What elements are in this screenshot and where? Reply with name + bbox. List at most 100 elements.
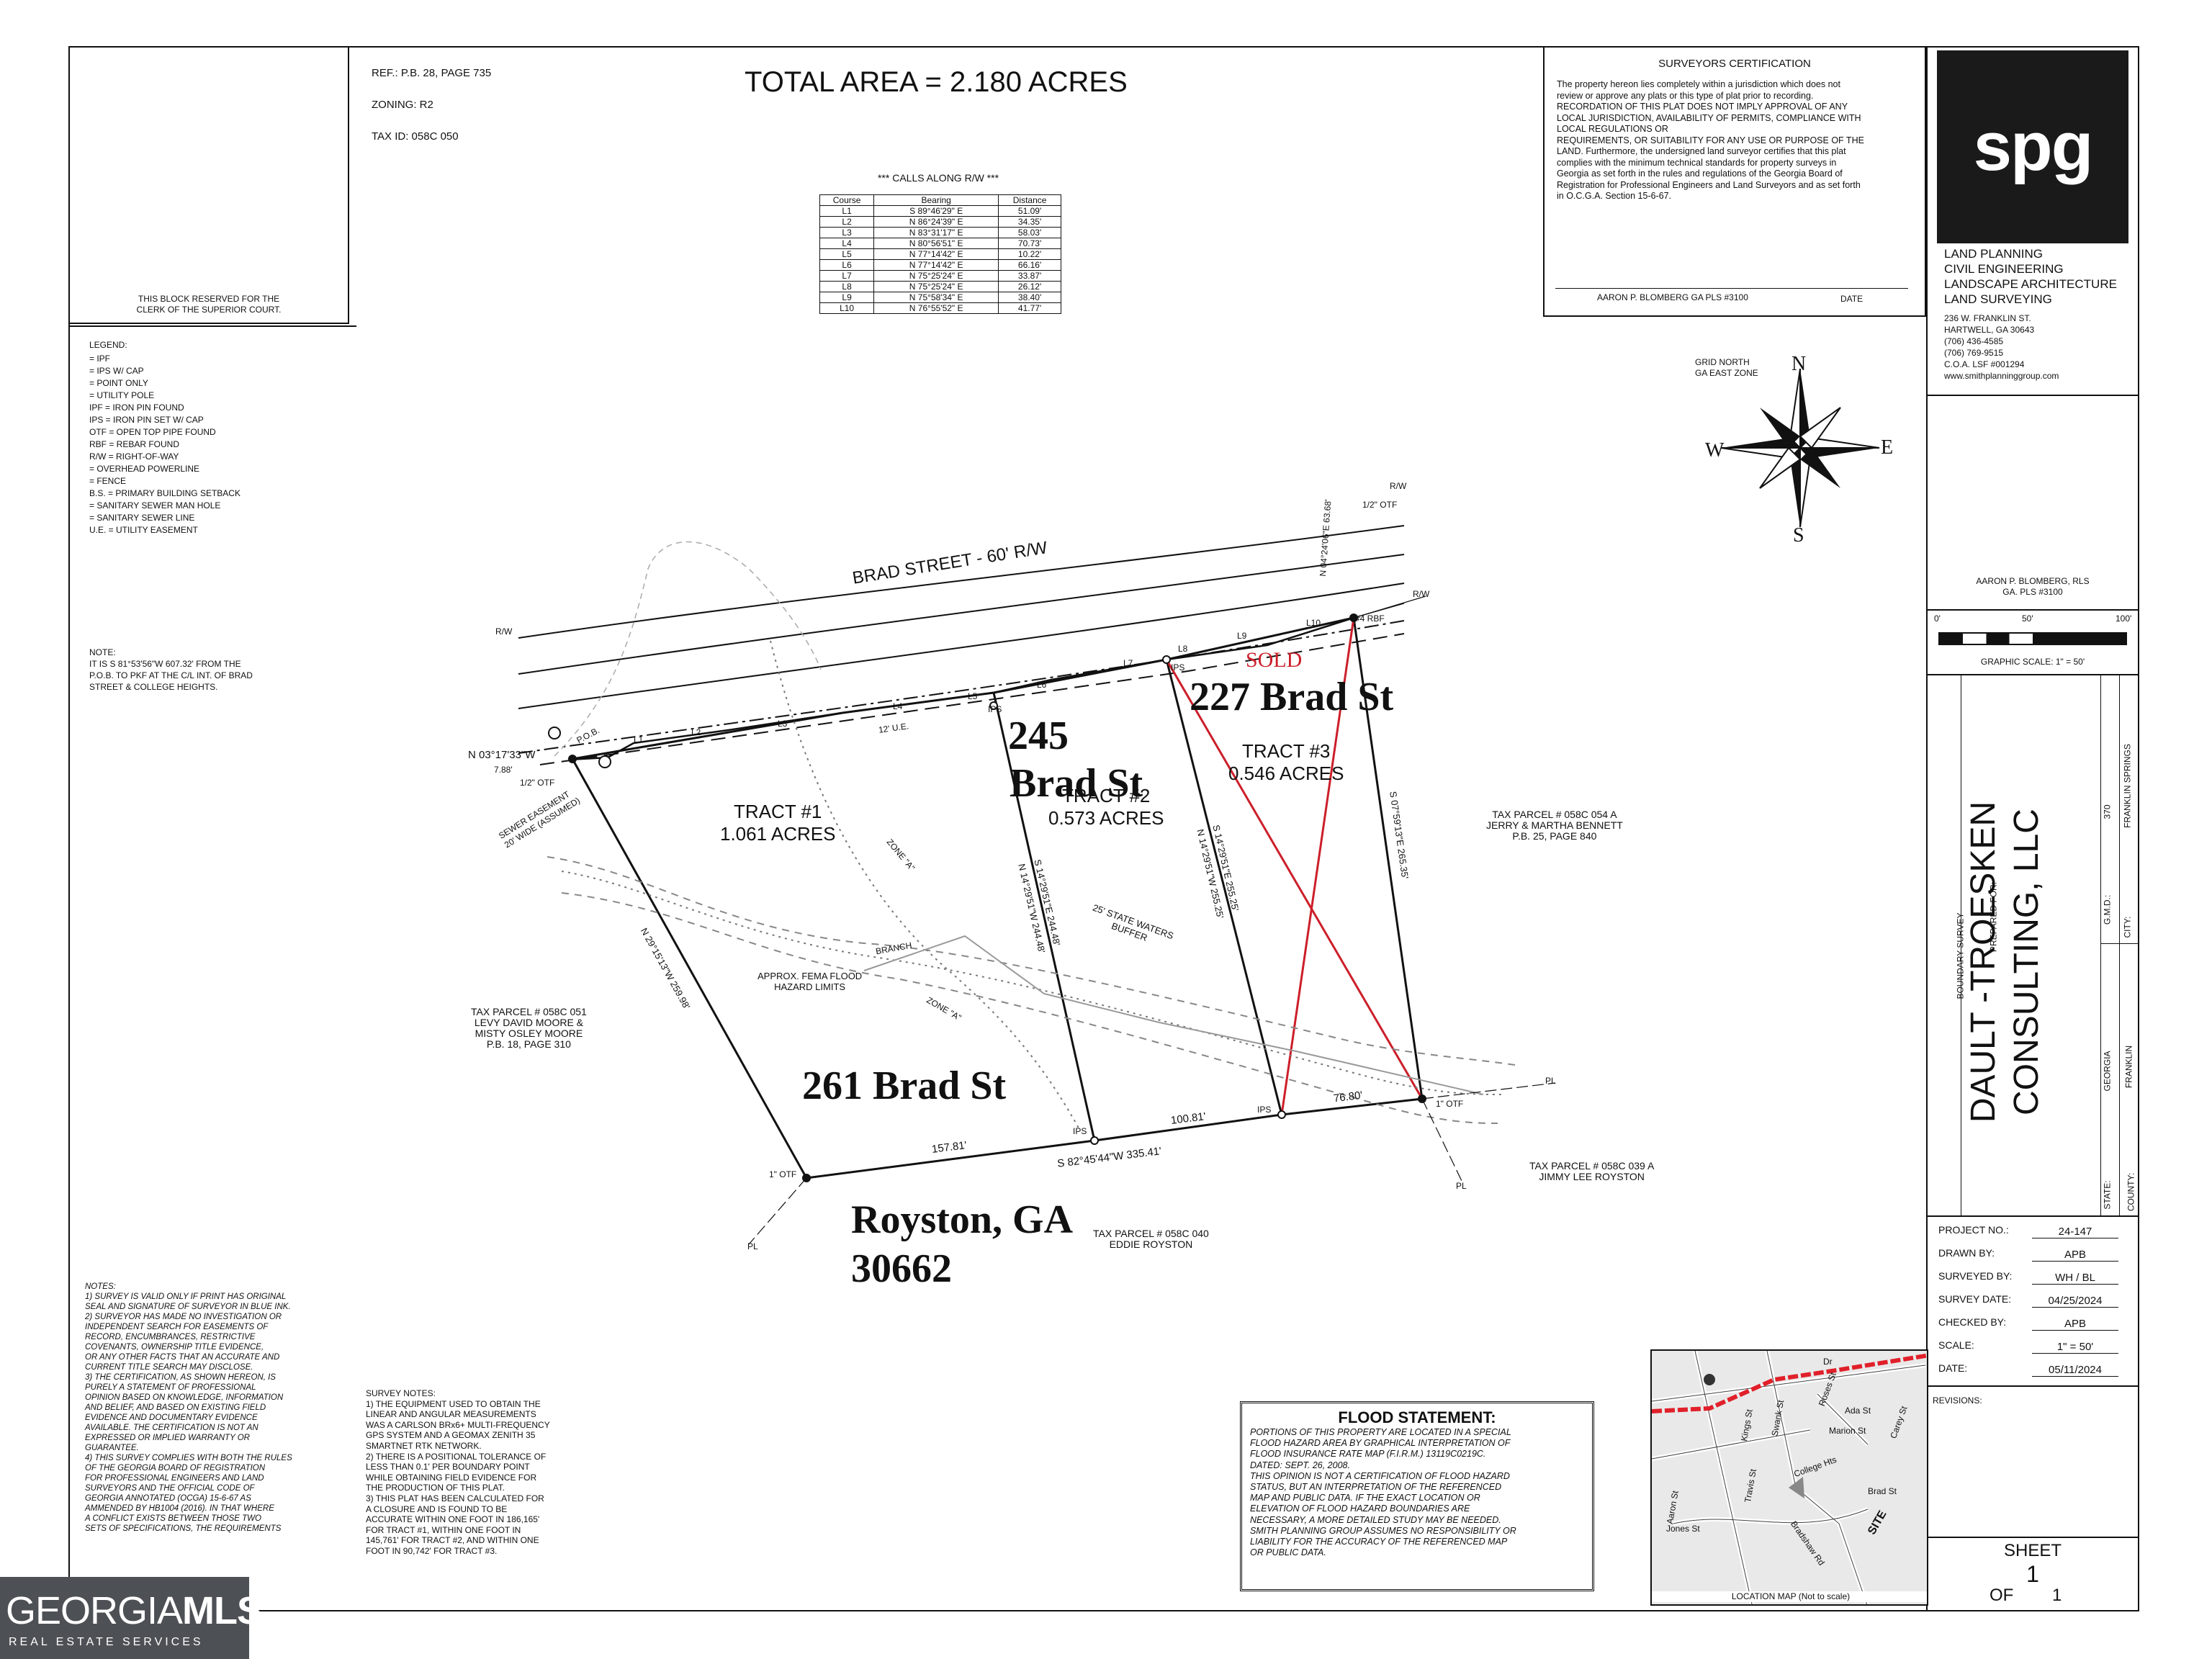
firm-divider bbox=[1926, 395, 2139, 396]
firm-service: CIVIL ENGINEERING bbox=[1944, 262, 2064, 276]
calls-distance: 58.03' bbox=[998, 227, 1061, 238]
note-line: COVENANTS, OWNERSHIP TITLE EVIDENCE, bbox=[85, 1343, 264, 1352]
calls-bearing: N 77°14'42" E bbox=[873, 259, 999, 271]
compass-e: E bbox=[1881, 436, 1894, 459]
course-label: L6 bbox=[1037, 680, 1047, 690]
survey-note-line: SMARTNET RTK NETWORK. bbox=[366, 1440, 482, 1451]
otf-se: 1" OTF bbox=[1436, 1099, 1464, 1109]
flood-line: NECESSARY, A MORE DETAILED STUDY MAY BE … bbox=[1250, 1514, 1501, 1525]
course-label: L4 bbox=[893, 701, 903, 711]
certification-line: The property hereon lies completely with… bbox=[1557, 79, 1840, 89]
compass-n: N bbox=[1791, 353, 1807, 375]
flood-line: SMITH PLANNING GROUP ASSUMES NO RESPONSI… bbox=[1250, 1525, 1516, 1536]
note-line: FOR PROFESSIONAL ENGINEERS AND LAND bbox=[85, 1474, 264, 1483]
calls-bearing: S 89°46'29" E bbox=[873, 205, 999, 217]
survey-note-line: GPS SYSTEM AND A GEOMAX ZENITH 35 bbox=[366, 1430, 536, 1441]
flood-line: LIABILITY FOR THE ACCURACY OF THE REFERE… bbox=[1250, 1537, 1508, 1547]
legend-item: = SANITARY SEWER LINE bbox=[89, 513, 195, 523]
firm-contact-line: 236 W. FRANKLIN ST. bbox=[1944, 313, 2031, 323]
survey-note-line: 3) THIS PLAT HAS BEEN CALCULATED FOR bbox=[366, 1493, 544, 1503]
survey-notes-title: SURVEY NOTES: bbox=[366, 1388, 436, 1398]
revisions-divider bbox=[1926, 1385, 2139, 1387]
legend-divider-top bbox=[68, 325, 356, 327]
certification-title: SURVEYORS CERTIFICATION bbox=[1658, 58, 1811, 70]
certification-line: REQUIREMENTS, OR SUITABILITY FOR ANY USE… bbox=[1557, 135, 1864, 145]
legend-item: = IPS W/ CAP bbox=[89, 366, 144, 376]
survey-note-line: THE PRODUCTION OF THIS PLAT. bbox=[366, 1483, 505, 1493]
note-line: OPINION BASED ON KNOWLEDGE, INFORMATION bbox=[85, 1393, 284, 1402]
flood-line: FLOOD HAZARD AREA BY GRAPHICAL INTERPRET… bbox=[1250, 1438, 1511, 1449]
firm-service: LANDSCAPE ARCHITECTURE bbox=[1944, 277, 2117, 291]
clerk-block bbox=[68, 46, 349, 324]
title-row-label: SURVEY DATE: bbox=[1938, 1293, 2012, 1305]
note-line: GEORGIA ANNOTATED (OCGA) 15-6-67 AS bbox=[85, 1494, 251, 1503]
notes-title: NOTES: bbox=[85, 1282, 116, 1291]
flood-line: OR PUBLIC DATA. bbox=[1250, 1547, 1326, 1558]
title-row-label: CHECKED BY: bbox=[1938, 1316, 2007, 1328]
firm-service: LAND PLANNING bbox=[1944, 247, 2043, 261]
certification-line: LOCAL JURISDICTION, AVAILABILITY OF PERM… bbox=[1557, 112, 1861, 123]
flood-line: DATED: SEPT. 26, 2008. bbox=[1250, 1460, 1350, 1470]
legend-item: = POINT ONLY bbox=[89, 378, 148, 388]
survey-note-line: 2) THERE IS A POSITIONAL TOLERANCE OF bbox=[366, 1451, 547, 1462]
ne-otf: 1/2" OTF bbox=[1362, 500, 1398, 510]
legend-item: = FENCE bbox=[89, 476, 127, 486]
flood-title: FLOOD STATEMENT: bbox=[1338, 1408, 1496, 1426]
signer-date-label: DATE bbox=[1840, 294, 1863, 304]
survey-note-line: FOOT IN 90,742' FOR TRACT #3. bbox=[366, 1545, 498, 1556]
course-label: L9 bbox=[1237, 631, 1247, 641]
title-row-label: DATE: bbox=[1938, 1362, 1968, 1374]
city-label-a: Royston, GA bbox=[851, 1197, 1074, 1242]
rw-label-west: R/W bbox=[495, 626, 513, 637]
calls-distance: 41.77' bbox=[998, 302, 1061, 314]
ips-label-2: IPS bbox=[1171, 662, 1185, 673]
course-label: L2 bbox=[691, 727, 701, 737]
road-line-north bbox=[518, 525, 1405, 639]
total-area-title: TOTAL AREA = 2.180 ACRES bbox=[745, 66, 1128, 98]
legend-item: R/W = RIGHT-OF-WAY bbox=[89, 451, 179, 462]
firm-service: LAND SURVEYING bbox=[1944, 292, 2052, 306]
firm-contact-line: C.O.A. LSF #001294 bbox=[1944, 359, 2025, 369]
pob-dist: 7.88' bbox=[494, 765, 513, 775]
firm-logo: spg bbox=[1937, 50, 2128, 243]
survey-note-line: ACCURATE WITHIN ONE FOOT IN 186,165' bbox=[366, 1514, 540, 1525]
ips-label-3: IPS bbox=[1073, 1126, 1087, 1136]
certification-line: complies with the minimum technical stan… bbox=[1557, 157, 1837, 168]
note-line: GUARANTEE. bbox=[85, 1444, 139, 1452]
calls-col-distance: Distance bbox=[998, 194, 1061, 206]
title-row-label: PROJECT NO.: bbox=[1938, 1224, 2009, 1236]
pl-label-1: PL bbox=[1545, 1076, 1556, 1086]
note-line: IT IS S 81°53'56"W 607.32' FROM THE bbox=[89, 659, 241, 669]
title-divider bbox=[1926, 1215, 2139, 1217]
note-line: A CONFLICT EXISTS BETWEEN THOSE TWO bbox=[85, 1514, 261, 1523]
loc-street-5: Brad St bbox=[1868, 1486, 1897, 1496]
title-row-value: 05/11/2024 bbox=[2032, 1364, 2118, 1377]
note-block: NOTE: IT IS S 81°53'56"W 607.32' FROM THE… bbox=[89, 647, 253, 693]
flood-line: FLOOD INSURANCE RATE MAP (F.I.R.M.) 1311… bbox=[1250, 1449, 1486, 1460]
legend-item: OTF = OPEN TOP PIPE FOUND bbox=[89, 427, 216, 437]
calls-distance: 51.09' bbox=[998, 205, 1061, 217]
note-line: EXPRESSED OR IMPLIED WARRANTY OR bbox=[85, 1434, 250, 1442]
graphic-scale-bar bbox=[1938, 632, 2127, 645]
note-line: SETS OF SPECIFICATIONS, THE REQUIREMENTS bbox=[85, 1524, 282, 1533]
address-227: 227 Brad St bbox=[1190, 675, 1394, 719]
note-line: 1) SURVEY IS VALID ONLY IF PRINT HAS ORI… bbox=[85, 1292, 287, 1301]
firm-contact-line: HARTWELL, GA 30643 bbox=[1944, 325, 2035, 335]
loc-street-1: Ada St bbox=[1845, 1406, 1871, 1416]
rw-label-ne: R/W bbox=[1390, 481, 1407, 491]
note-line: 3) THE CERTIFICATION, AS SHOWN HEREON, I… bbox=[85, 1373, 276, 1382]
signer-name: AARON P. BLOMBERG GA PLS #3100 bbox=[1597, 292, 1748, 302]
note-title: NOTE: bbox=[89, 647, 116, 657]
note-line: OR ANY OTHER FACTS THAT AN ACCURATE AND bbox=[85, 1353, 280, 1362]
scale-label-0: 0' bbox=[1934, 613, 1941, 624]
loc-street-2: Marion St bbox=[1829, 1426, 1866, 1436]
note-line: CURRENT TITLE SEARCH MAY DISCLOSE. bbox=[85, 1363, 253, 1372]
title-row-value: 04/25/2024 bbox=[2032, 1295, 2118, 1308]
firm-contact-line: www.smithplanninggroup.com bbox=[1944, 371, 2059, 381]
zoning-text: ZONING: R2 bbox=[372, 99, 433, 111]
